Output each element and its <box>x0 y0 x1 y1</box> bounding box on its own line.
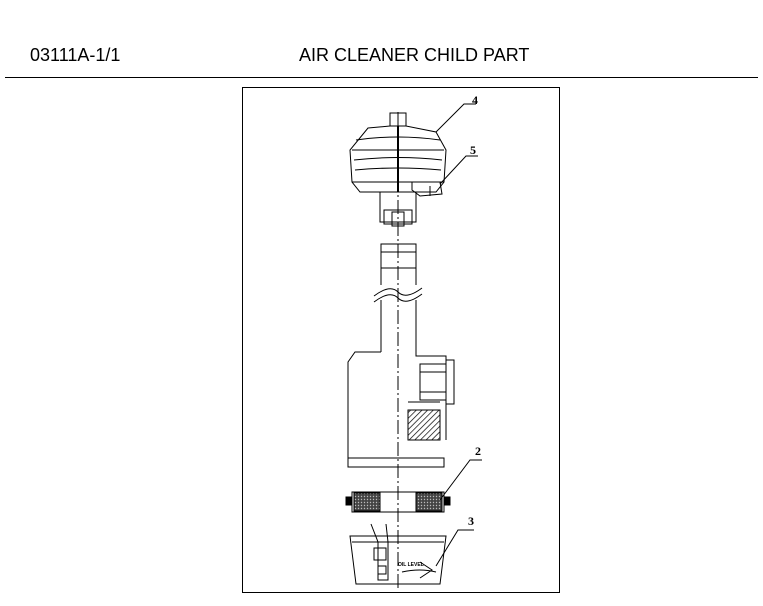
callout-4: 4 <box>472 93 478 107</box>
oil-bowl <box>349 523 447 585</box>
cap-latch <box>411 181 443 197</box>
leader-5 <box>439 155 478 185</box>
air-cleaner-body <box>347 351 455 468</box>
page-title: AIR CLEANER CHILD PART <box>299 45 530 65</box>
leader-2 <box>439 459 482 501</box>
oil-level-mark: OIL LEVEL <box>398 562 424 568</box>
filter-element <box>345 491 451 513</box>
upper-tube <box>373 243 423 352</box>
cap-stem <box>379 191 417 227</box>
callout-5: 5 <box>470 143 476 157</box>
leader-3 <box>435 529 474 567</box>
header-rule <box>5 77 758 78</box>
callout-3: 3 <box>468 514 474 528</box>
callout-2: 2 <box>475 444 481 458</box>
diagram-frame <box>242 87 560 593</box>
leader-4 <box>435 103 476 133</box>
part-code: 03111A-1/1 <box>30 45 121 65</box>
